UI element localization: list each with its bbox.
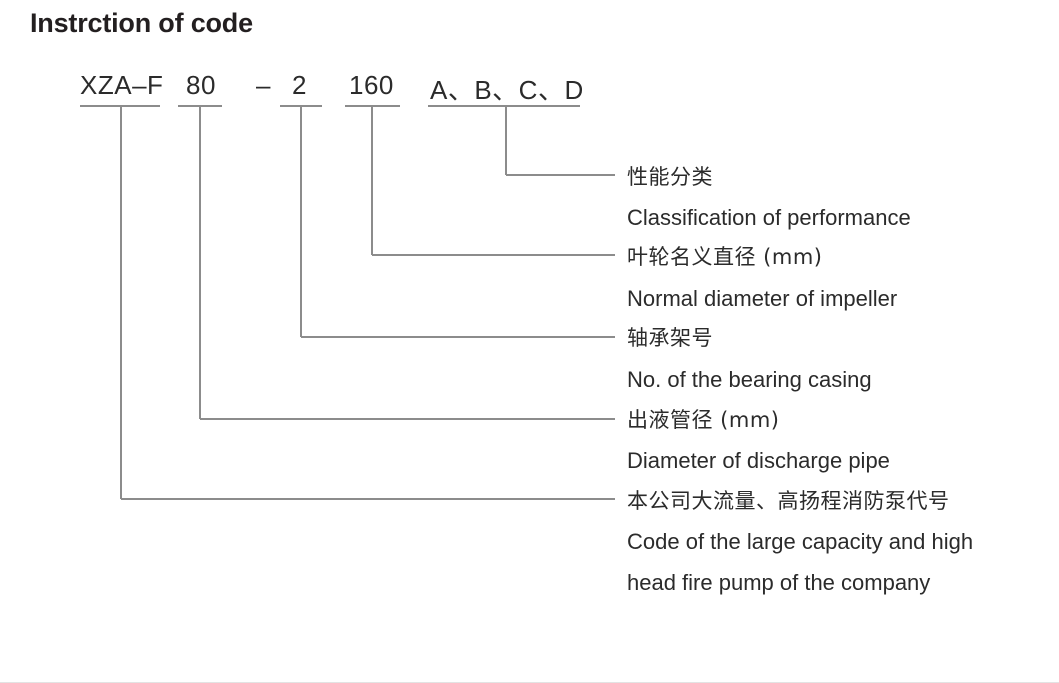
label-en-bearing-no: No. of the bearing casing [627, 367, 872, 392]
label-en-company-code-line2: head fire pump of the company [627, 570, 931, 595]
code-segment-company-code: XZA–F [80, 70, 164, 100]
code-segment-bearing-dash: – [256, 70, 271, 100]
label-en-discharge-size: Diameter of discharge pipe [627, 448, 890, 473]
label-cn-performance-class: 性能分类 [627, 165, 713, 189]
code-segment-performance-class: A、B、C、D [430, 75, 584, 105]
label-en-impeller-diameter: Normal diameter of impeller [627, 286, 898, 311]
page-title: Instrction of code [30, 8, 253, 38]
code-segment-bearing-no: 2 [292, 70, 307, 100]
code-segment-impeller-diameter: 160 [349, 70, 394, 100]
label-cn-bearing-no: 轴承架号 [627, 326, 713, 350]
code-segment-discharge-size: 80 [186, 70, 216, 100]
label-cn-discharge-size: 出液管径 (mm) [627, 408, 780, 432]
label-cn-company-code: 本公司大流量、高扬程消防泵代号 [627, 489, 950, 513]
label-en-performance-class: Classification of performance [627, 205, 911, 230]
label-cn-impeller-diameter: 叶轮名义直径 (mm) [627, 245, 823, 269]
label-en-company-code-line1: Code of the large capacity and high [627, 529, 974, 554]
